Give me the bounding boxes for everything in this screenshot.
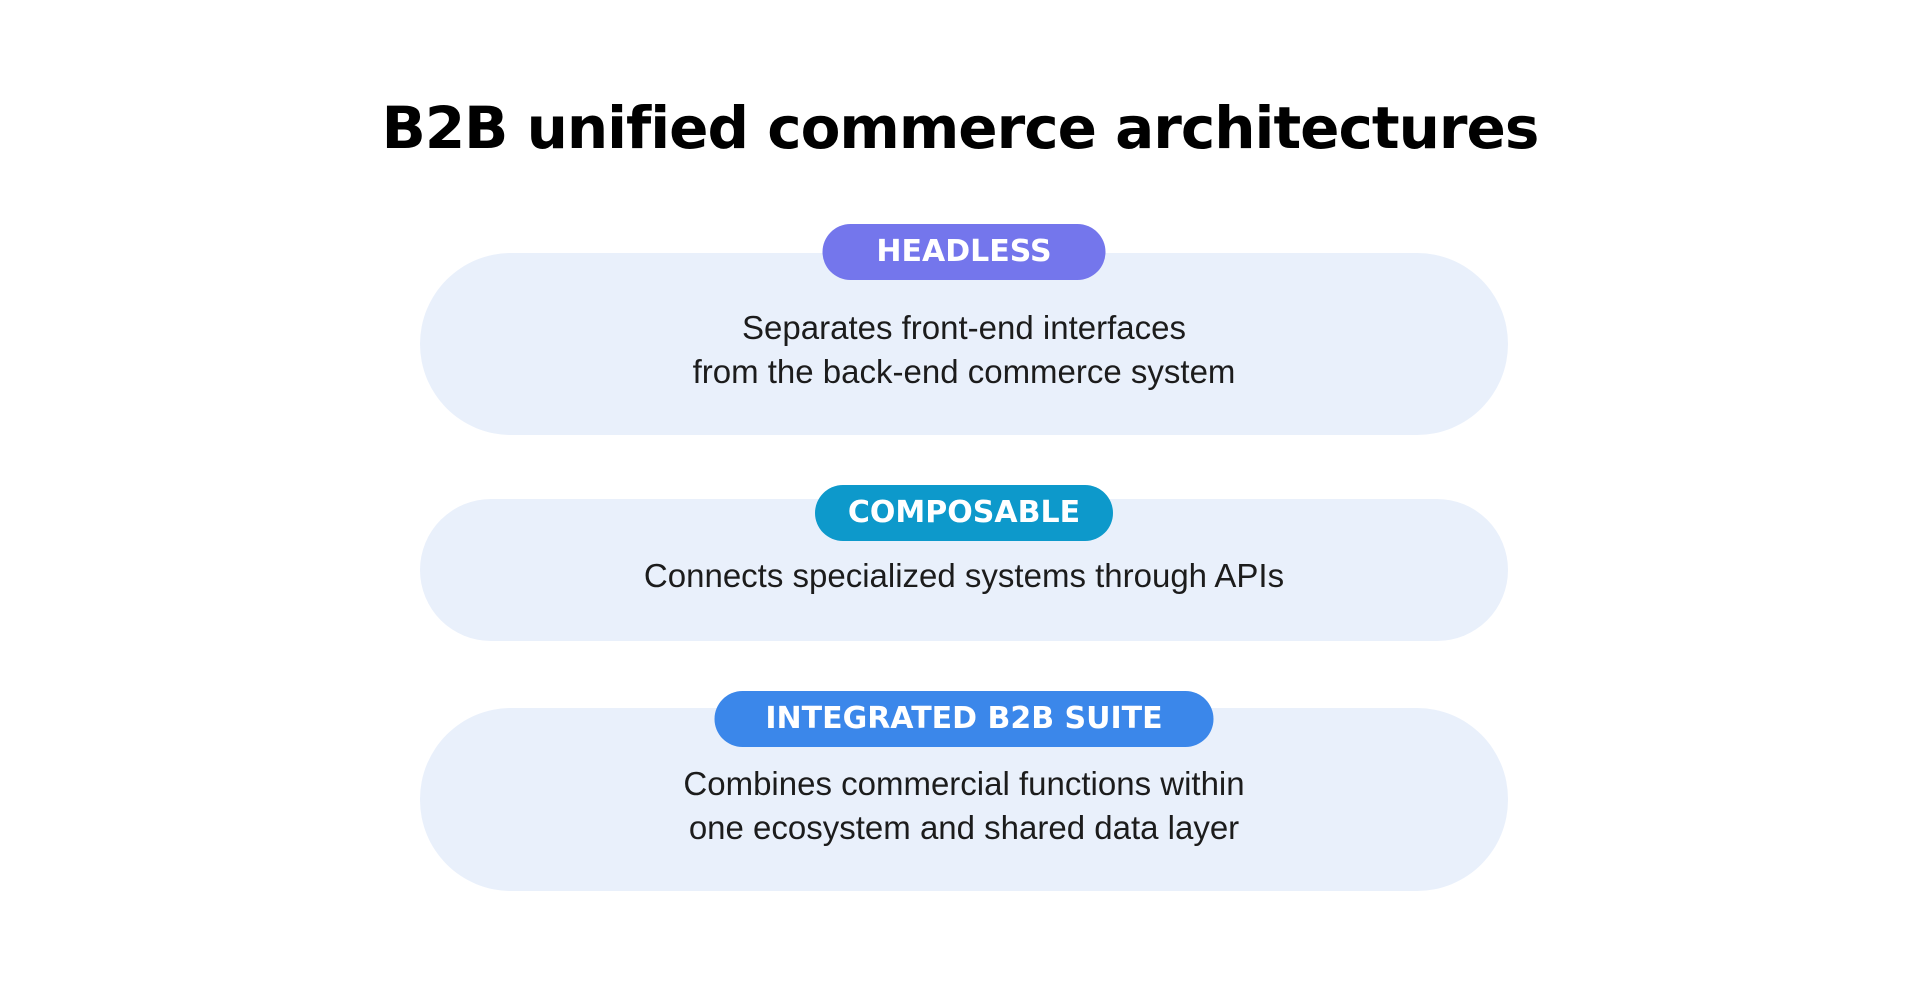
headless-label-badge: HEADLESS <box>822 224 1106 280</box>
headless-description: Separates front-end interfaces from the … <box>693 294 1236 394</box>
description-line: Combines commercial functions within <box>683 764 1245 802</box>
description-line: Separates front-end interfaces <box>742 309 1186 346</box>
architecture-card-integrated-b2b-suite: INTEGRATED B2B SUITE Combines commercial… <box>420 691 1508 891</box>
composable-description: Connects specialized systems through API… <box>644 542 1284 598</box>
composable-label-badge: COMPOSABLE <box>815 485 1113 541</box>
description-line: from the back-end commerce system <box>692 353 1236 390</box>
description-line: one ecosystem and shared data layer <box>688 808 1240 846</box>
integrated-b2b-suite-label-badge: INTEGRATED B2B SUITE <box>714 691 1214 747</box>
integrated-b2b-suite-description: Combines commercial functions within one… <box>683 750 1244 850</box>
description-line: Connects specialized systems through API… <box>643 557 1285 594</box>
page-title: B2B unified commerce architectures <box>381 94 1540 162</box>
architecture-card-headless: HEADLESS Separates front-end interfaces … <box>420 224 1508 435</box>
architecture-card-composable: COMPOSABLE Connects specialized systems … <box>420 485 1508 641</box>
